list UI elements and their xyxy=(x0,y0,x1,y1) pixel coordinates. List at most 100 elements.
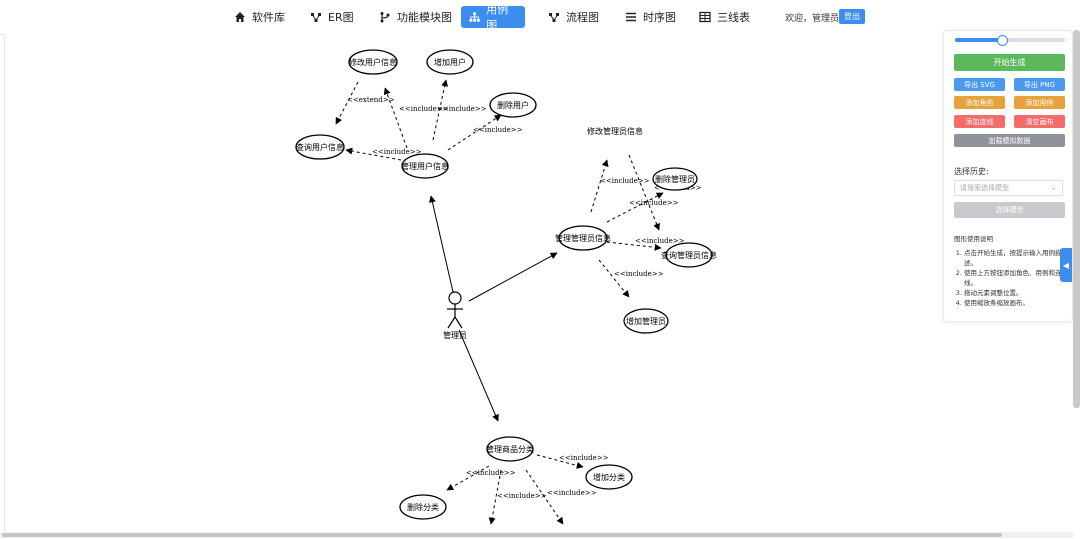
include-line[interactable] xyxy=(598,259,630,298)
nav-label: 流程图 xyxy=(566,11,599,24)
home-icon xyxy=(235,12,245,22)
add-line-button[interactable]: 添加连线 xyxy=(954,115,1005,128)
usecase-query-admin[interactable] xyxy=(665,242,713,268)
include-line[interactable] xyxy=(536,454,584,469)
usecase-add-admin[interactable] xyxy=(623,308,669,334)
include-line[interactable] xyxy=(590,159,609,213)
usecase-label: 管理商品分类 xyxy=(486,444,534,454)
zoom-slider-thumb[interactable] xyxy=(997,35,1009,46)
welcome-text: 欢迎，管理员 xyxy=(785,14,840,24)
usecase-manage-user[interactable] xyxy=(401,153,449,179)
branch-icon xyxy=(380,12,390,23)
generate-button[interactable]: 开始生成 xyxy=(954,54,1065,71)
nav-label: 三线表 xyxy=(717,11,750,24)
add-actor-button[interactable]: 添加角色 xyxy=(954,96,1005,109)
nav-software-library[interactable]: 软件库 xyxy=(226,6,293,28)
association-line[interactable] xyxy=(458,329,499,422)
history-placeholder: 请搜索选择模型 xyxy=(960,184,1009,192)
usecase-delete-admin[interactable] xyxy=(652,167,698,191)
nav-function-module[interactable]: 功能模块图 xyxy=(371,6,460,28)
help-step: 使用上方按钮添加角色、用例和连线。 xyxy=(964,268,1066,288)
nav-flowchart[interactable]: 流程图 xyxy=(540,6,607,28)
usecase-delete-category[interactable] xyxy=(399,494,447,520)
include-label: <<include>> xyxy=(473,126,523,134)
usecase-label: 查询管理员信息 xyxy=(661,250,717,260)
export-png-button[interactable]: 导出 PNG xyxy=(1014,78,1065,91)
actor-head xyxy=(448,291,462,305)
usecase-label: 管理管理员信息 xyxy=(555,233,611,243)
usecase-label: 增加管理员 xyxy=(626,316,666,326)
include-label: <<include>> xyxy=(497,492,547,500)
horizontal-scrollbar[interactable] xyxy=(0,532,1073,538)
include-line[interactable] xyxy=(446,465,490,491)
usecase-manage-admin[interactable] xyxy=(558,225,608,251)
nav-three-line-table[interactable]: 三线表 xyxy=(691,6,758,28)
actor-figure[interactable] xyxy=(447,291,463,329)
extend-line[interactable] xyxy=(606,192,664,223)
sitemap-icon xyxy=(469,12,480,22)
include-label: <<include>> xyxy=(600,177,650,185)
export-svg-button[interactable]: 导出 SVG xyxy=(954,78,1005,91)
dependency-lines-user xyxy=(335,79,664,525)
vertical-scrollbar[interactable] xyxy=(1073,30,1080,408)
table-icon xyxy=(699,11,711,23)
extend-label: <<extend>> xyxy=(347,96,395,104)
add-usecase-button[interactable]: 添加用例 xyxy=(1014,96,1065,109)
usecase-label: 删除管理员 xyxy=(655,174,695,184)
collapse-panel-tab[interactable]: ◀ xyxy=(1060,248,1072,282)
include-line[interactable] xyxy=(432,79,449,141)
zoom-slider[interactable] xyxy=(955,35,1065,46)
horizontal-scroll-thumb[interactable] xyxy=(2,533,1002,537)
nav-sequence-diagram[interactable]: 时序图 xyxy=(617,6,684,28)
usecase-label: 修改管理员信息 xyxy=(587,126,643,136)
usecase-label: 增加用户 xyxy=(434,57,466,67)
association-line[interactable] xyxy=(428,195,454,293)
nav-label: 用例图 xyxy=(486,3,509,32)
help-steps: 点击开始生成，按提示输入用例描述。 使用上方按钮添加角色、用例和连线。 拖动元素… xyxy=(954,248,1066,308)
usecase-edit-user[interactable] xyxy=(348,49,398,75)
select-model-button[interactable]: 选择模型 xyxy=(954,202,1065,218)
usecase-add-category[interactable] xyxy=(585,464,633,490)
include-label: <<include>> xyxy=(547,489,597,497)
nav-er-diagram[interactable]: ER图 xyxy=(302,6,362,28)
include-line[interactable] xyxy=(383,87,408,149)
usecase-label: 查询用户信息 xyxy=(296,142,344,152)
include-line[interactable] xyxy=(447,114,502,151)
nav-label: 功能模块图 xyxy=(397,11,452,24)
include-label: <<include>> xyxy=(635,237,685,245)
control-panel: 开始生成 导出 SVG 导出 PNG 添加角色 添加用例 添加连线 清空画布 加… xyxy=(943,30,1073,322)
actor-leg xyxy=(447,316,456,329)
caret-left-icon: ◀ xyxy=(1062,260,1070,270)
usecase-label: 修改用户信息 xyxy=(349,57,397,67)
usecase-manage-category[interactable] xyxy=(486,436,534,462)
nav-usecase-diagram[interactable]: 用例图 xyxy=(461,3,525,32)
include-line[interactable] xyxy=(628,154,660,231)
clear-canvas-button[interactable]: 清空画布 xyxy=(1014,115,1065,128)
include-label: <<include>> xyxy=(437,105,487,113)
help-title: 图形使用说明 xyxy=(954,235,993,243)
include-line[interactable] xyxy=(525,469,564,525)
help-section: 图形使用说明 点击开始生成，按提示输入用例描述。 使用上方按钮添加角色、用例和连… xyxy=(954,234,1066,308)
load-mock-data-button[interactable]: 加载模拟数据 xyxy=(954,134,1065,147)
usecase-diagram[interactable]: <<extend>> <<include>> <<include>> <<inc… xyxy=(5,34,945,532)
usecase-ellipses xyxy=(295,49,713,520)
include-label: <<include>> xyxy=(629,199,679,207)
include-label: <<include>> xyxy=(559,454,609,462)
nav-label: 软件库 xyxy=(252,11,285,24)
usecase-label: 删除用户 xyxy=(497,100,529,110)
nav-label: ER图 xyxy=(328,11,354,24)
usecase-add-user[interactable] xyxy=(426,49,474,75)
logout-button[interactable]: 登出 xyxy=(839,9,865,24)
usecase-delete-user[interactable] xyxy=(489,92,537,118)
share-nodes-icon xyxy=(311,13,321,22)
include-label: <<include>> xyxy=(399,105,449,113)
usecase-query-user[interactable] xyxy=(295,134,345,160)
include-label: <<include>> xyxy=(372,148,422,156)
actor-leg xyxy=(454,316,463,329)
association-line[interactable] xyxy=(468,252,558,302)
history-label: 选择历史: xyxy=(954,167,989,176)
usecase-label: 删除分类 xyxy=(407,502,439,512)
history-select[interactable]: 请搜索选择模型 ⌄ xyxy=(954,180,1063,196)
diagram-canvas[interactable]: <<extend>> <<include>> <<include>> <<inc… xyxy=(4,34,1073,532)
extend-line[interactable] xyxy=(335,81,359,125)
